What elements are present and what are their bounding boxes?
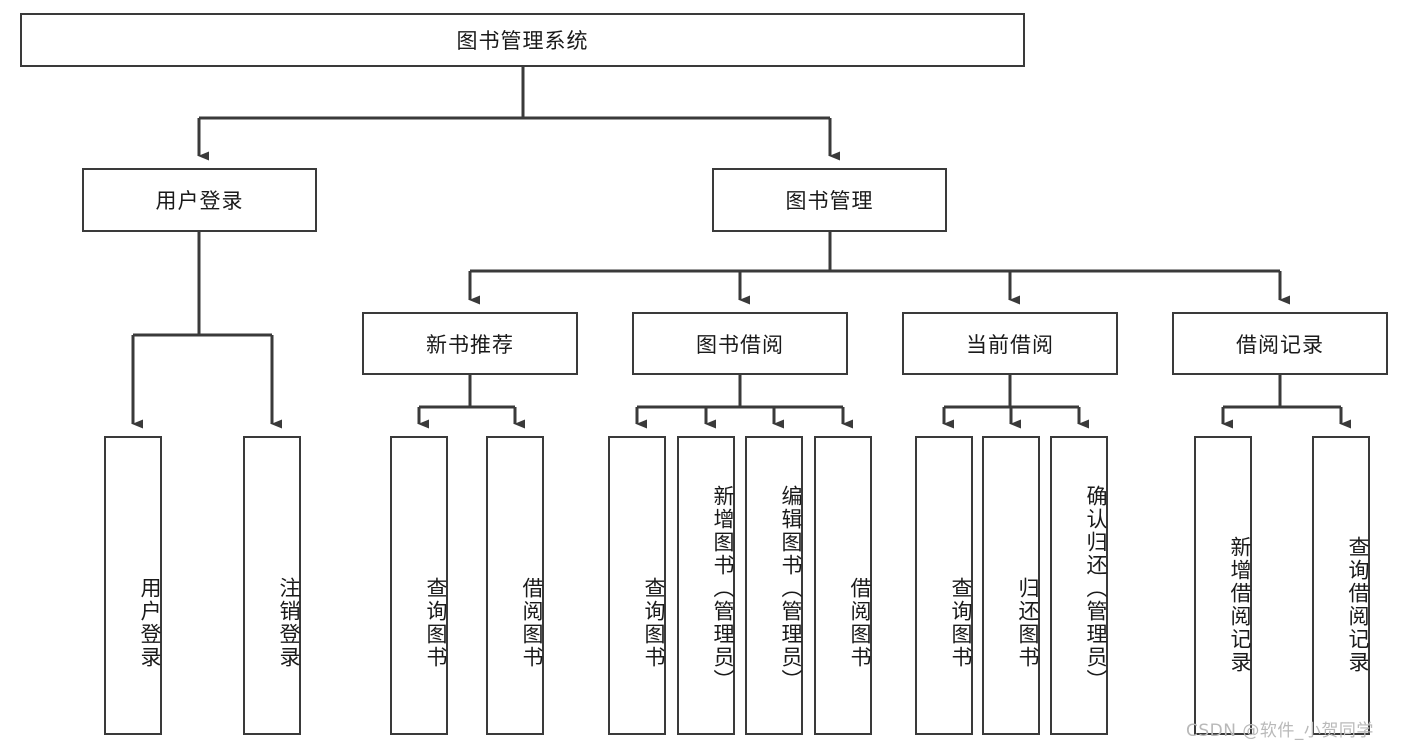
node-label: 查询图书 (642, 577, 666, 669)
node-leaf-user-login[interactable]: 用户登录 (104, 436, 162, 735)
node-label: 用户登录 (138, 577, 162, 669)
node-book-borrow[interactable]: 图书借阅 (632, 312, 848, 375)
node-label: 新增图书（管理员） (711, 485, 735, 692)
node-label: 查询图书 (424, 577, 448, 669)
node-label: 用户登录 (155, 189, 244, 213)
node-label: 借阅图书 (520, 577, 544, 669)
node-label: 查询图书 (949, 577, 973, 669)
node-leaf-confirm-return[interactable]: 确认归还（管理员） (1050, 436, 1108, 735)
node-label: 新增借阅记录 (1228, 535, 1252, 674)
node-user-login[interactable]: 用户登录 (82, 168, 317, 232)
node-label: 注销登录 (277, 577, 301, 669)
node-leaf-borrow-book-recommend[interactable]: 借阅图书 (486, 436, 544, 735)
node-label: 新书推荐 (426, 332, 514, 357)
node-label: 图书管理 (785, 189, 874, 213)
node-current-borrow[interactable]: 当前借阅 (902, 312, 1118, 375)
node-leaf-query-book-borrow[interactable]: 查询图书 (608, 436, 666, 735)
node-label: 借阅图书 (848, 577, 872, 669)
node-label: 归还图书 (1016, 577, 1040, 669)
node-leaf-query-book-recommend[interactable]: 查询图书 (390, 436, 448, 735)
node-label: 查询借阅记录 (1346, 535, 1370, 674)
node-leaf-return-book[interactable]: 归还图书 (982, 436, 1040, 735)
node-label: 借阅记录 (1236, 332, 1324, 357)
node-leaf-query-borrow-record[interactable]: 查询借阅记录 (1312, 436, 1370, 735)
node-leaf-add-borrow-record[interactable]: 新增借阅记录 (1194, 436, 1252, 735)
node-leaf-user-logout[interactable]: 注销登录 (243, 436, 301, 735)
node-leaf-add-book[interactable]: 新增图书（管理员） (677, 436, 735, 735)
node-leaf-edit-book[interactable]: 编辑图书（管理员） (745, 436, 803, 735)
node-leaf-borrow-book[interactable]: 借阅图书 (814, 436, 872, 735)
node-label: 图书借阅 (696, 332, 784, 357)
node-leaf-query-book-current[interactable]: 查询图书 (915, 436, 973, 735)
node-book-manage[interactable]: 图书管理 (712, 168, 947, 232)
node-borrow-record[interactable]: 借阅记录 (1172, 312, 1388, 375)
node-label: 确认归还（管理员） (1084, 485, 1108, 692)
node-label: 当前借阅 (966, 332, 1054, 357)
node-label: 编辑图书（管理员） (779, 485, 803, 692)
node-label: 图书管理系统 (456, 29, 589, 53)
node-new-book-recommend[interactable]: 新书推荐 (362, 312, 578, 375)
node-root-book-management-system[interactable]: 图书管理系统 (20, 13, 1025, 67)
